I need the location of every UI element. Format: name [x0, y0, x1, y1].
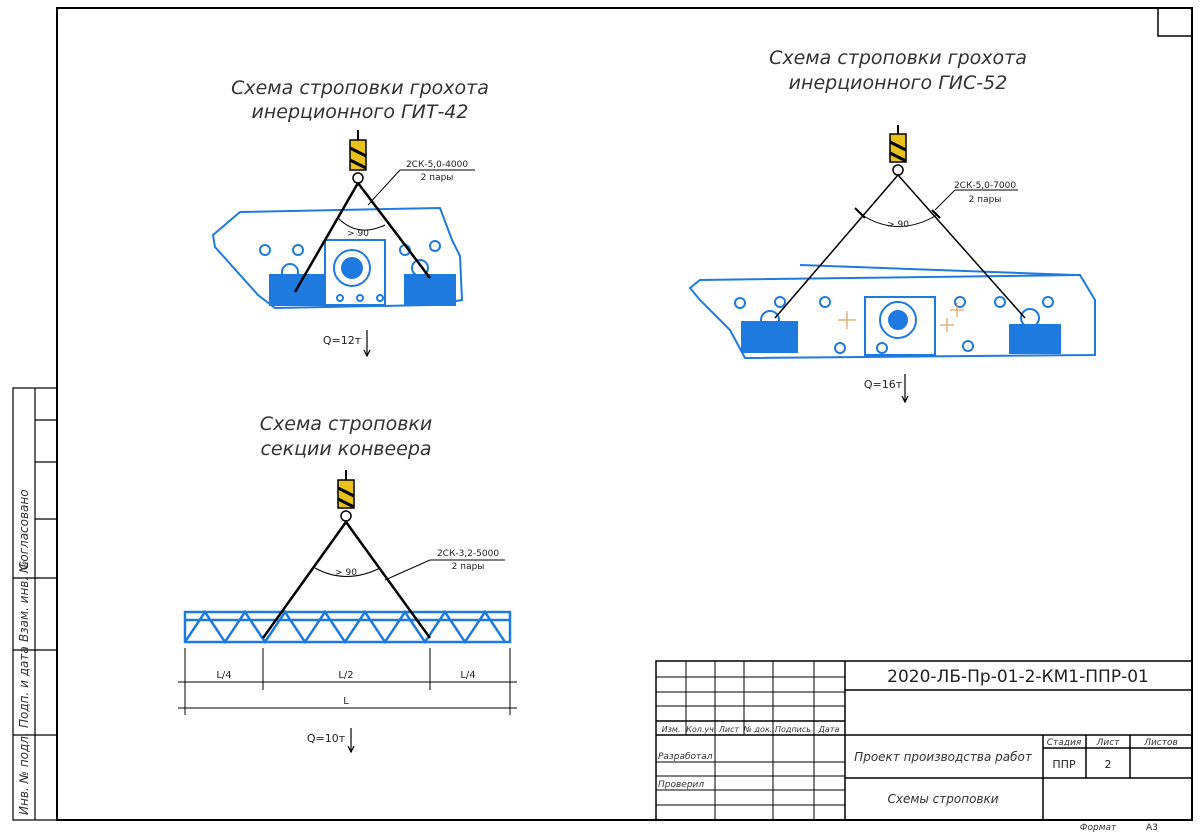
screen-git42-body: [211, 206, 464, 310]
hook-icon: [889, 125, 907, 176]
drawing-conveyor: Схема строповки секции конвеера > 90 2СК…: [178, 413, 517, 754]
gis52-title-line2: инерционного ГИС-52: [789, 72, 1008, 94]
conveyor-slings: [261, 521, 432, 639]
git42-title-line2: инерционного ГИТ-42: [252, 101, 469, 123]
conveyor-sling-pairs: 2 пары: [452, 562, 485, 572]
stage-value: ППР: [1052, 758, 1076, 771]
sheets-label: Листов: [1143, 738, 1178, 748]
drawing-git42: Схема строповки грохота инерционного ГИТ…: [211, 77, 489, 358]
drawing-gis52: Схема строповки грохота инерционного ГИС…: [688, 47, 1096, 404]
git42-sling-pairs: 2 пары: [421, 173, 454, 183]
sheet-value: 2: [1105, 758, 1112, 771]
sheet-frame: [56, 7, 1193, 821]
col-doc: № док.: [743, 725, 773, 734]
col-list: Лист: [718, 725, 740, 734]
side-agreed-label: Согласовано: [17, 489, 31, 570]
checked-label: Проверил: [658, 780, 704, 790]
git42-load: Q=12т: [323, 334, 362, 347]
gis52-sling: 2СК-5,0-7000: [954, 181, 1016, 191]
conveyor-dimensions: [178, 648, 517, 715]
conveyor-load: Q=10т: [307, 732, 346, 745]
conveyor-title-line2: секции конвеера: [260, 438, 431, 460]
hook-icon: [337, 470, 355, 522]
side-replace-inv-label: Взам. инв. №: [17, 561, 31, 642]
side-sign-date-label: Подп. и дата: [17, 646, 31, 728]
conveyor-angle: > 90: [335, 568, 357, 578]
col-date: Дата: [818, 725, 840, 734]
gis52-sling-pairs: 2 пары: [969, 195, 1002, 205]
conveyor-angle-arc: [314, 567, 381, 577]
conveyor-title-line1: Схема строповки: [260, 413, 432, 435]
sheet-title: Схемы строповки: [887, 792, 998, 806]
format-value: А3: [1146, 823, 1158, 833]
col-sign: Подпись: [775, 725, 811, 734]
gis52-title-line1: Схема строповки грохота: [769, 47, 1027, 69]
dim-right: L/4: [460, 670, 475, 681]
git42-leader: [367, 169, 401, 206]
dim-total: L: [343, 696, 349, 707]
side-stamp: [12, 387, 58, 821]
col-izm: Изм.: [662, 725, 681, 734]
conveyor-sling: 2СК-3,2-5000: [437, 549, 499, 559]
gis52-angle-arc: [861, 214, 938, 227]
format-label: Формат: [1080, 823, 1117, 833]
document-code: 2020-ЛБ-Пр-01-2-КМ1-ППР-01: [887, 667, 1149, 687]
sheet-label: Лист: [1096, 738, 1121, 748]
dim-mid: L/2: [338, 670, 353, 681]
dim-left: L/4: [216, 670, 231, 681]
git42-slings: [293, 182, 431, 293]
gis52-slings: [774, 174, 1026, 319]
title-block: [655, 660, 1193, 821]
git42-angle-arc: [337, 217, 386, 231]
hook-icon: [349, 130, 367, 184]
gis52-load: Q=16т: [864, 378, 903, 391]
conveyor-truss: [183, 609, 512, 645]
col-koluch: Кол.уч: [686, 725, 714, 734]
git42-title-line1: Схема строповки грохота: [231, 77, 489, 99]
git42-sling: 2СК-5,0-4000: [406, 160, 468, 170]
git42-angle: > 90: [347, 229, 369, 239]
corner-box: [1157, 7, 1193, 37]
developed-label: Разработал: [658, 752, 713, 762]
project-title: Проект производства работ: [854, 750, 1033, 764]
gis52-cross-marks: [838, 303, 964, 332]
stage-label: Стадия: [1047, 738, 1082, 748]
screen-gis52-body: [688, 264, 1096, 360]
side-inv-orig-label: Инв. № подл.: [17, 732, 31, 815]
gis52-angle: > 90: [887, 220, 909, 230]
